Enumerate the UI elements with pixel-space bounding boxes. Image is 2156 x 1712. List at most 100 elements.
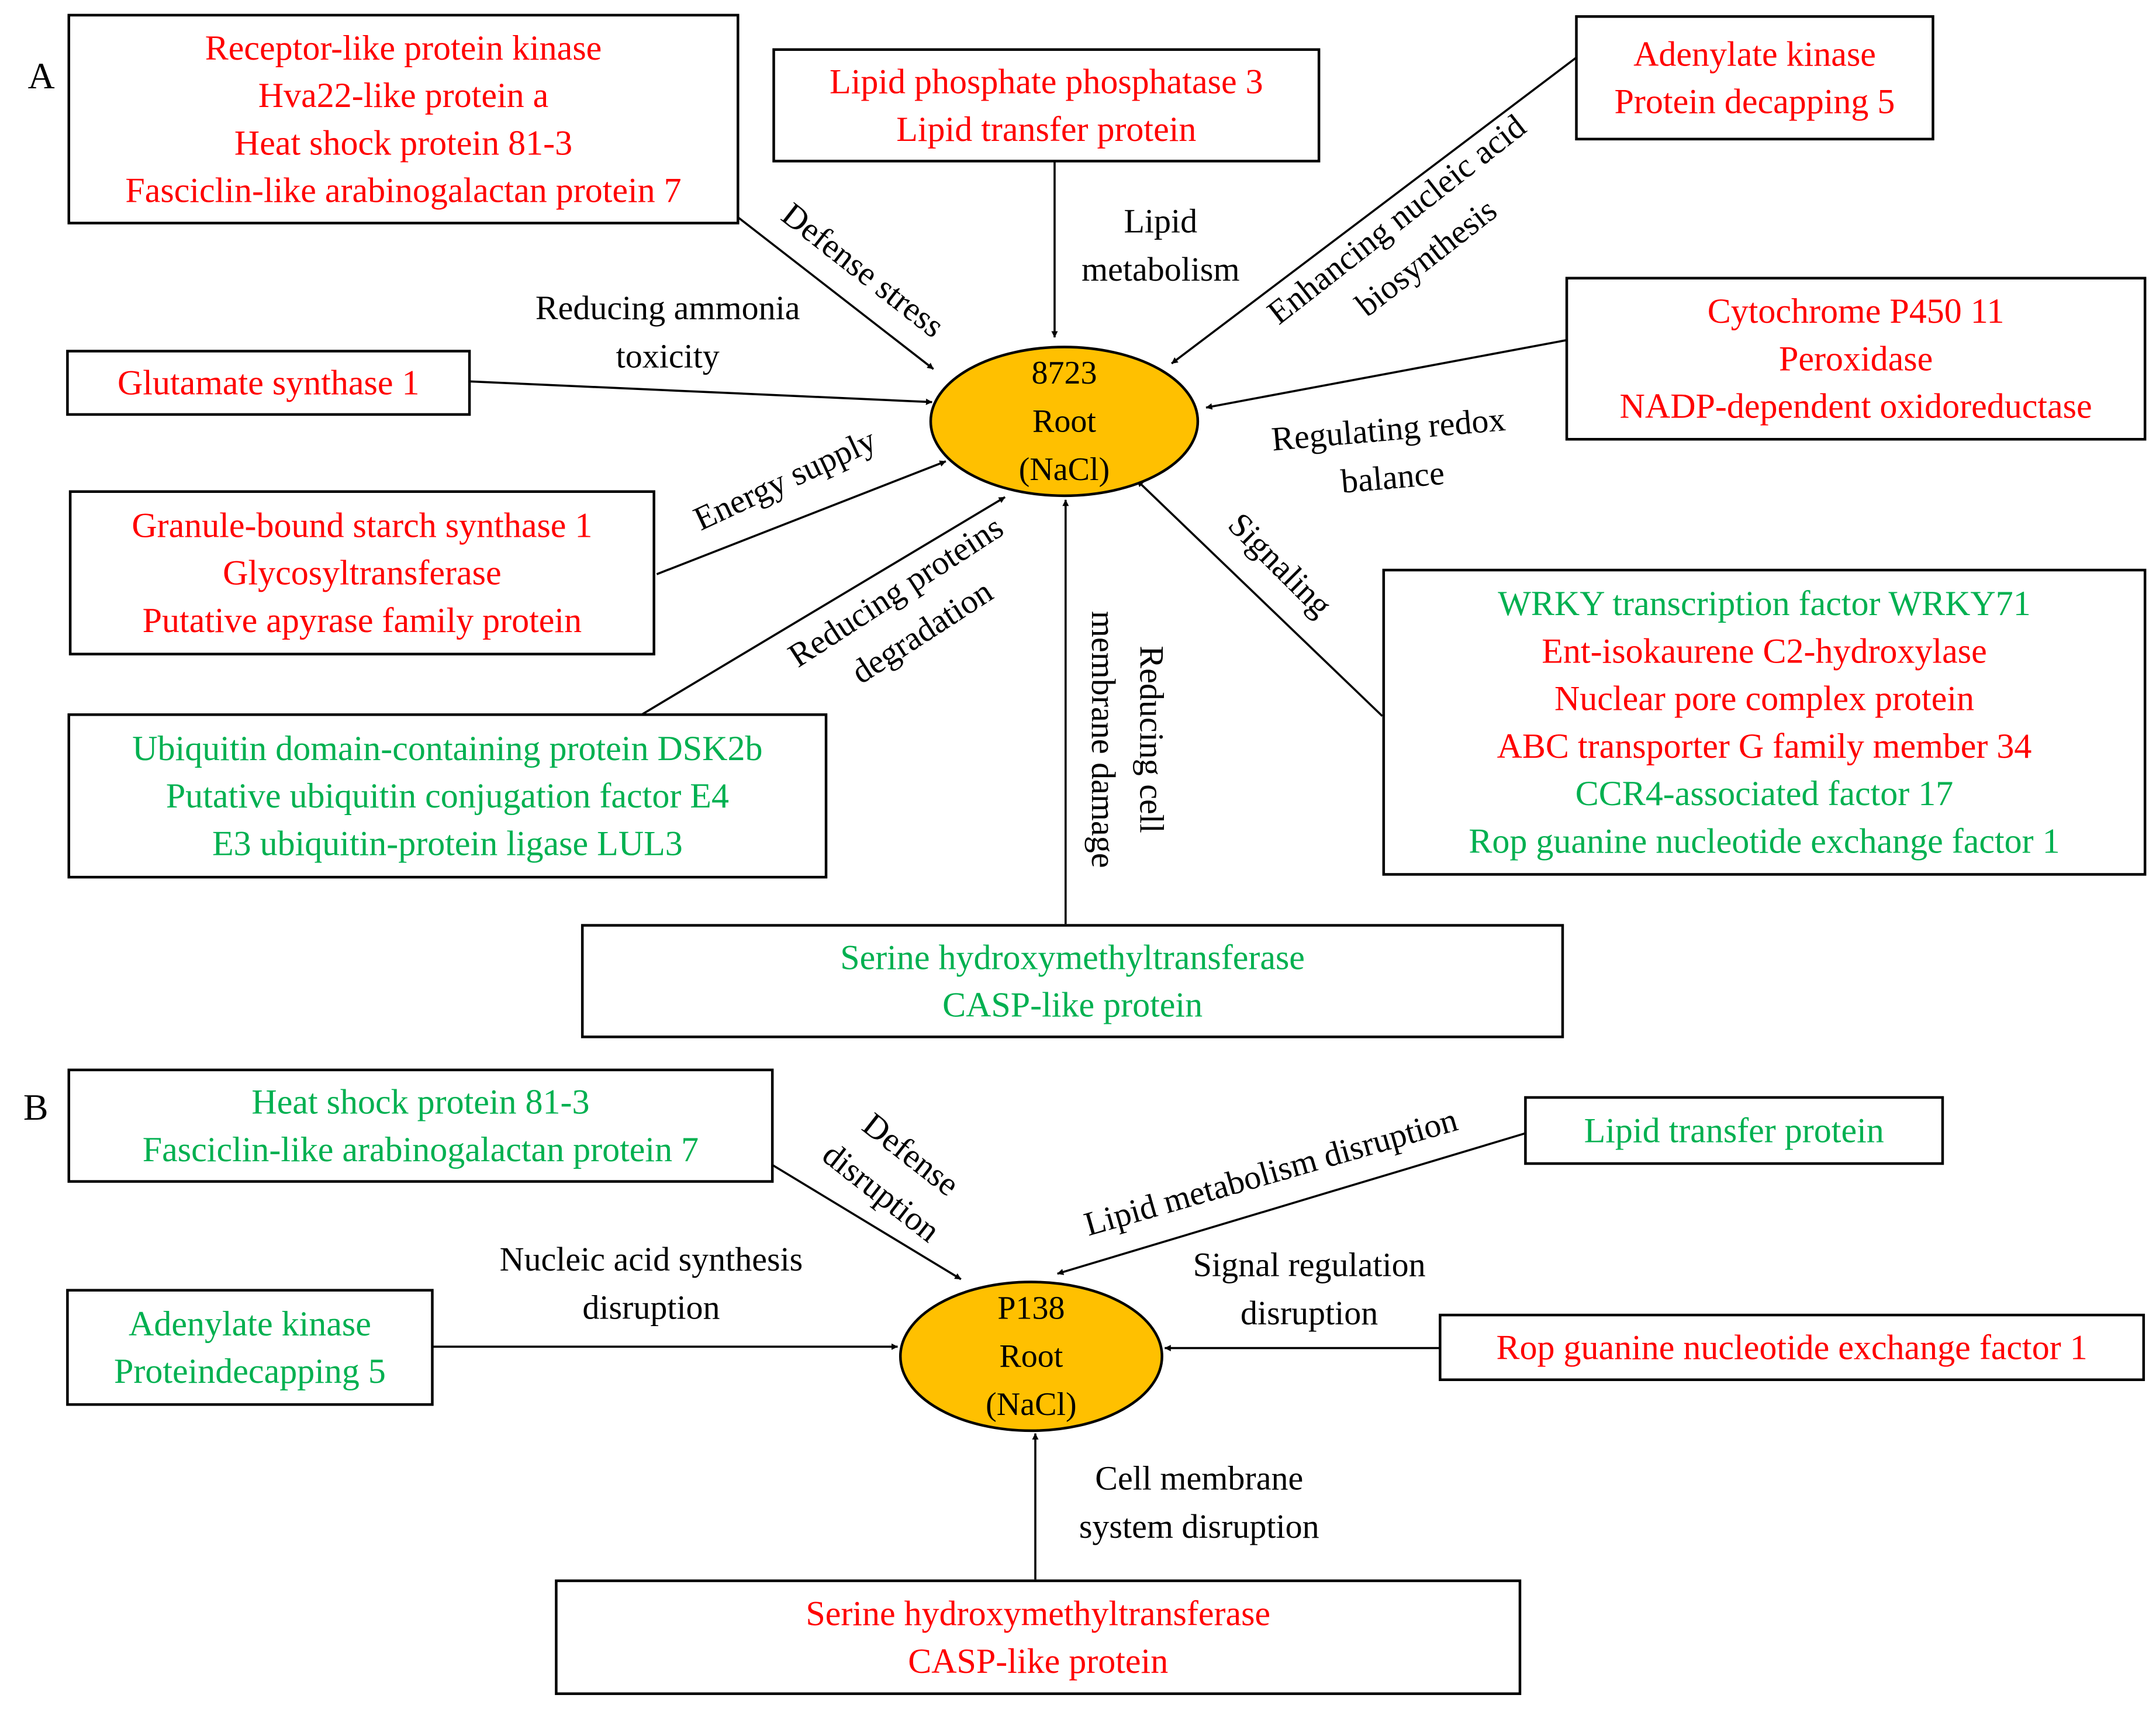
panel-a-arrow-signaling: [1136, 479, 1383, 717]
hub-label-line: Root: [999, 1338, 1063, 1375]
gene-upregulated: NADP-dependent oxidoreductase: [1620, 387, 2092, 426]
edge-label-line: disruption: [1241, 1294, 1378, 1332]
gene-upregulated: Granule-bound starch synthase 1: [132, 506, 592, 544]
gene-upregulated: Serine hydroxymethyltransferase: [806, 1594, 1270, 1633]
panel-a-edge-label-reducing-cell-membrane-damage: Reducing cell membrane damage: [1084, 611, 1170, 868]
gene-upregulated: Lipid transfer protein: [896, 110, 1196, 149]
panel-a-arrow-enhancing-nucleic-acid-biosynthesis: [1171, 56, 1578, 365]
gene-downregulated: CCR4-associated factor 17: [1575, 774, 1954, 813]
edge-label-line: Nucleic acid synthesis: [500, 1240, 803, 1278]
hub-label-line: P138: [997, 1290, 1065, 1326]
panel-b-gene-box-b5: Serine hydroxymethyltransferaseCASP-like…: [555, 1579, 1522, 1695]
panel-b-gene-box-b4: Rop guanine nucleotide exchange factor 1: [1439, 1313, 2145, 1382]
gene-box-frame: [66, 1289, 434, 1406]
edge-label-line: membrane damage: [1084, 611, 1122, 868]
panel-a-gene-box-a5: Cytochrome P450 11 PeroxidaseNADP-depende…: [1565, 277, 2147, 441]
hub-label-line: 8723: [1031, 355, 1097, 391]
gene-box-frame: [67, 1068, 774, 1183]
panel-a-edge-label-energy-supply: Energy supply: [688, 420, 882, 538]
gene-upregulated: Glycosyltransferase: [223, 554, 501, 592]
gene-box-frame: [1439, 1313, 2145, 1382]
edge-label-line: Lipid: [1124, 202, 1197, 240]
gene-upregulated: Receptor-like protein kinase: [205, 29, 602, 67]
edge-label-line: Reducing cell: [1132, 646, 1170, 833]
gene-downregulated: Serine hydroxymethyltransferase: [840, 938, 1305, 976]
panel-b-edge-label-signal-regulation-disruption: Signal regulation disruption: [1193, 1246, 1426, 1332]
panel-b-gene-box-b2: Lipid transfer protein: [1524, 1096, 1944, 1165]
gene-upregulated: CASP-like protein: [908, 1642, 1168, 1680]
hub-ellipse: [929, 346, 1200, 498]
gene-downregulated: Rop guanine nucleotide exchange factor 1: [1469, 822, 2060, 860]
gene-downregulated: E3 ubiquitin-protein ligase LUL3: [212, 824, 683, 862]
gene-downregulated: Lipid transfer protein: [1584, 1111, 1884, 1150]
gene-upregulated: Putative apyrase family protein: [143, 601, 582, 640]
gene-downregulated: CASP-like protein: [942, 986, 1203, 1024]
edge-label-line: toxicity: [616, 337, 720, 375]
panel-a-arrow-regulating-redox-balance: [1205, 339, 1567, 410]
panel-b-arrow-lipid-metabolism-disruption: [1057, 1132, 1526, 1275]
gene-upregulated: Glutamate synthase 1: [118, 364, 420, 402]
panel-a-arrow-energy-supply: [656, 460, 946, 575]
gene-upregulated: Heat shock protein 81-3: [234, 123, 572, 162]
gene-downregulated: Putative ubiquitin conjugation factor E4: [166, 776, 729, 815]
panel-b-label: B: [23, 1086, 49, 1128]
gene-upregulated: Peroxidase: [1779, 339, 1933, 378]
panel-a-arrow-reducing-ammonia-toxicity: [469, 380, 932, 405]
edge-label-line: Signal regulation: [1193, 1246, 1426, 1284]
gene-box-frame: [1382, 568, 2147, 876]
gene-downregulated: WRKY transcription factor WRKY71: [1498, 584, 2030, 623]
gene-downregulated: Heat shock protein 81-3: [251, 1083, 589, 1121]
gene-box-frame: [1575, 15, 1934, 141]
edge-label-line: Energy supply: [688, 420, 882, 538]
gene-upregulated: Fasciclin-like arabinogalactan protein 7: [125, 171, 681, 210]
gene-upregulated: Protein decapping 5: [1615, 82, 1895, 121]
panel-a-gene-box-a9: Serine hydroxymethyltransferaseCASP-like…: [581, 924, 1564, 1038]
panel-b-arrow-defense-disruption: [772, 1164, 962, 1280]
edge-label-line: Reducing ammonia: [535, 289, 800, 327]
panel-a-label: A: [28, 55, 55, 96]
gene-box-frame: [67, 13, 740, 225]
edge-label-line: Defense stress: [775, 195, 952, 344]
gene-box-frame: [555, 1579, 1522, 1695]
panel-a-gene-box-a8: WRKY transcription factor WRKY71Ent-isok…: [1382, 568, 2147, 876]
hub-label-line: (NaCl): [1019, 451, 1110, 488]
panel-a-arrow-defense-stress: [735, 215, 934, 370]
panel-a-edge-label-signaling: Signaling: [1221, 505, 1340, 624]
edge-label-line: Signaling: [1221, 505, 1340, 624]
edge-label-line: Regulating redox: [1270, 400, 1507, 458]
panel-a-edge-label-reducing-ammonia-toxicity: Reducing ammonia toxicity: [535, 289, 800, 375]
gene-downregulated: Ubiquitin domain-containing protein DSK2…: [132, 729, 762, 768]
gene-upregulated: Hva22-like protein a: [258, 76, 549, 115]
gene-box-frame: [1565, 277, 2147, 441]
edge-label-line: Lipid metabolism disruption: [1080, 1100, 1461, 1244]
gene-upregulated: Rop guanine nucleotide exchange factor 1: [1496, 1328, 2087, 1366]
panel-a-arrow-reducing-proteins-degradation: [641, 496, 1006, 716]
edge-label-line: disruption: [582, 1289, 720, 1327]
gene-upregulated: Cytochrome P450 11: [1708, 292, 2005, 330]
edge-label-line: system disruption: [1079, 1507, 1319, 1545]
gene-downregulated: Proteindecapping 5: [114, 1352, 386, 1390]
panel-a-gene-box-a7: Ubiquitin domain-containing protein DSK2…: [67, 713, 828, 879]
edge-label-line: Cell membrane: [1095, 1459, 1303, 1497]
panel-b-edge-label-cell-membrane-system-disruption: Cell membrane system disruption: [1079, 1459, 1319, 1545]
gene-upregulated: Nuclear pore complex protein: [1554, 679, 1974, 718]
gene-box-frame: [68, 490, 655, 655]
panel-a-edge-label-defense-stress: Defense stress: [775, 195, 952, 344]
hub-label-line: Root: [1032, 403, 1096, 440]
gene-downregulated: Fasciclin-like arabinogalactan protein 7: [143, 1130, 699, 1169]
hub-ellipse: [899, 1280, 1163, 1433]
panel-a-gene-box-a4: Glutamate synthase 1: [66, 350, 471, 416]
hub-label-line: (NaCl): [986, 1386, 1077, 1423]
gene-upregulated: Ent-isokaurene C2-hydroxylase: [1542, 631, 1986, 670]
